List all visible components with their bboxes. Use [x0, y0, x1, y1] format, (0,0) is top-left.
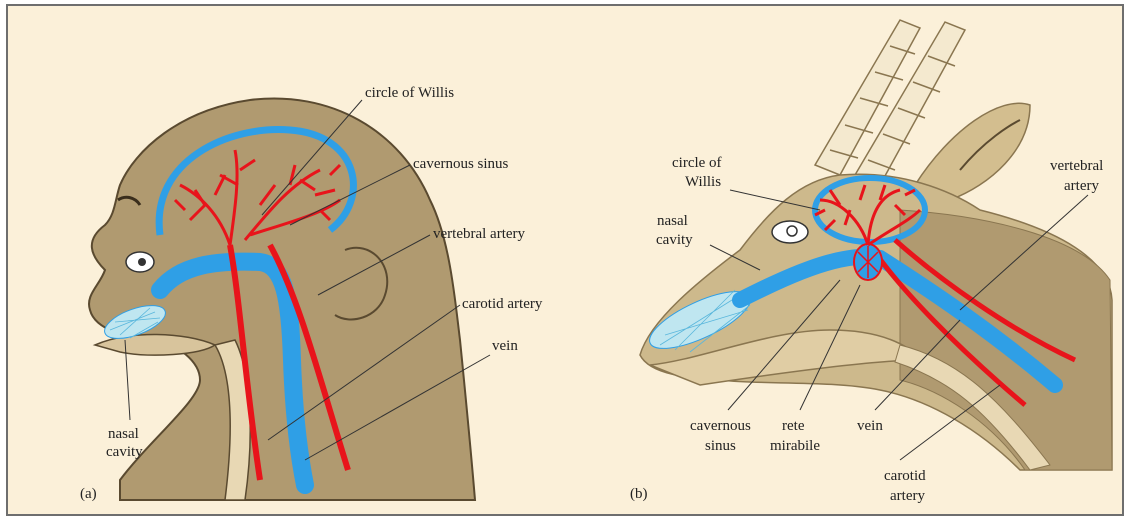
label-nasal-a-line1: nasal — [108, 426, 139, 442]
label-vertebral-artery-a: vertebral artery — [433, 226, 526, 242]
antelope-ear — [915, 103, 1030, 200]
label-circle-of-willis-b-line2: Willis — [685, 174, 721, 190]
pupil-b — [787, 226, 797, 236]
label-vein-b: vein — [857, 418, 883, 434]
label-nasal-b-line2: cavity — [656, 232, 693, 248]
label-vertebral-b-line1: vertebral — [1050, 158, 1103, 174]
label-cavernous-b-line2: sinus — [705, 438, 736, 454]
panel-b: circle of Willis nasal cavity vertebral … — [630, 20, 1112, 504]
panel-tag-b: (b) — [630, 486, 648, 502]
label-vertebral-b-line2: artery — [1064, 178, 1099, 194]
label-carotid-b-line1: carotid — [884, 468, 926, 484]
label-cavernous-b-line1: cavernous — [690, 418, 751, 434]
label-carotid-b-line2: artery — [890, 488, 925, 504]
label-nasal-b-line1: nasal — [657, 213, 688, 229]
label-nasal-a-line2: cavity — [106, 444, 143, 460]
label-rete-b-line1: rete — [782, 418, 805, 434]
label-vein-a: vein — [492, 338, 518, 354]
label-circle-of-willis-a: circle of Willis — [365, 85, 454, 101]
panel-tag-a: (a) — [80, 486, 97, 502]
label-carotid-artery-a: carotid artery — [462, 296, 543, 312]
label-cavernous-sinus-a: cavernous sinus — [413, 156, 509, 172]
pupil — [138, 258, 146, 266]
label-circle-of-willis-b-line1: circle of — [672, 155, 722, 171]
label-rete-b-line2: mirabile — [770, 438, 820, 454]
panel-a: circle of Willis cavernous sinus vertebr… — [80, 85, 543, 502]
